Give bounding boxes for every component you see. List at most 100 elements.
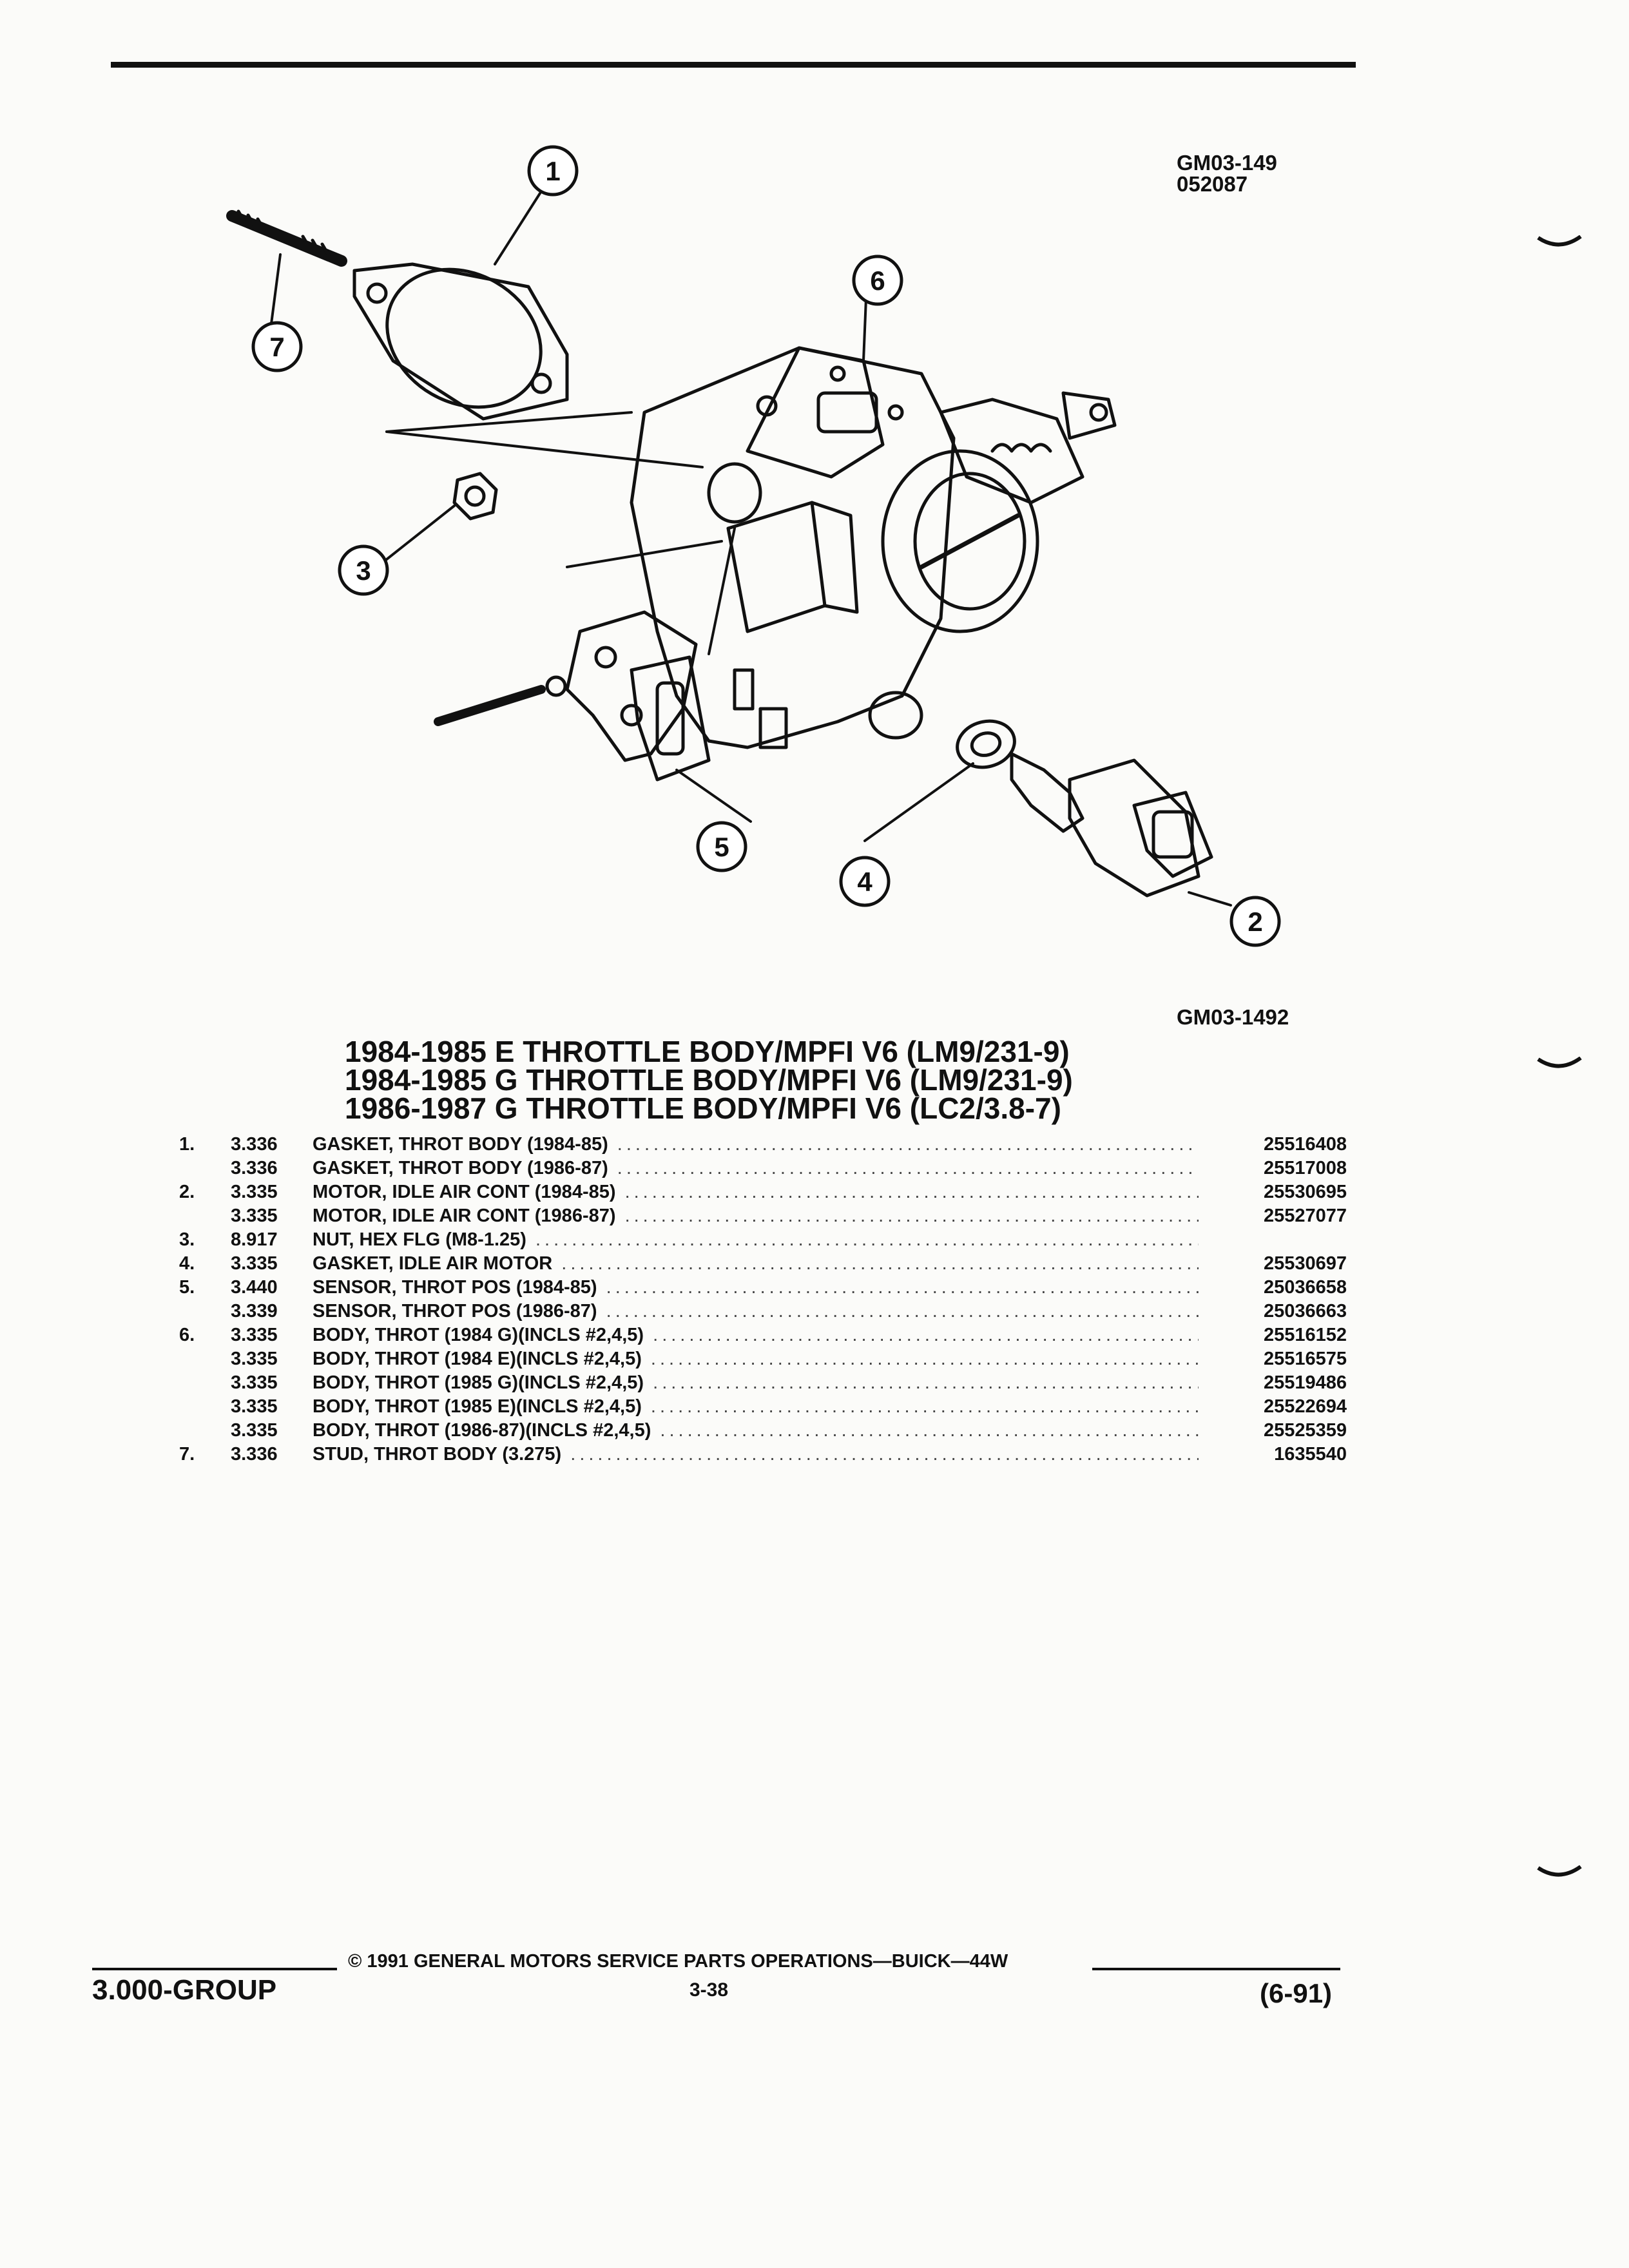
group-number: 3.335 <box>231 1182 278 1202</box>
dot-leader: ........................................… <box>624 1182 1199 1202</box>
part-number: 25525359 <box>1263 1420 1347 1441</box>
ref-number: 7. <box>179 1444 195 1465</box>
dot-leader: ........................................… <box>650 1396 1199 1417</box>
group-number: 3.335 <box>231 1349 278 1369</box>
part-detail: , THROT BODY (3.275) <box>363 1444 562 1465</box>
parts-row: 3.335 BODY, THROT (1986-87)(INCLS #2,4,5)… <box>174 1419 1347 1443</box>
group-number: 3.335 <box>231 1253 278 1274</box>
stud-part <box>226 209 347 267</box>
part-description: BODY, THROT (1985 E)(INCLS #2,4,5) .....… <box>313 1395 1199 1419</box>
part-detail: , HEX FLG (M8-1.25) <box>349 1229 526 1250</box>
group-number: 3.336 <box>231 1444 278 1465</box>
callout-3: 3 <box>338 544 389 596</box>
part-name: GASKET <box>313 1158 389 1178</box>
ref-number: 4. <box>179 1253 195 1274</box>
section-title: 1986-1987 G THROTTLE BODY/MPFI V6 (LC2/3… <box>345 1091 1061 1125</box>
ref-number: 1. <box>179 1134 195 1155</box>
dot-leader: ........................................… <box>570 1444 1199 1465</box>
part-number: 25527077 <box>1263 1206 1347 1226</box>
part-description: GASKET, IDLE AIR MOTOR .................… <box>313 1252 1199 1276</box>
part-description: SENSOR, THROT POS (1984-85) ............… <box>313 1276 1199 1300</box>
part-description: MOTOR, IDLE AIR CONT (1986-87) .........… <box>313 1204 1199 1228</box>
part-name: BODY <box>313 1349 365 1369</box>
part-number: 25530695 <box>1263 1182 1347 1202</box>
figure-id-line-1: GM03-149 <box>1177 151 1277 175</box>
figure-id-line-2: 052087 <box>1177 172 1248 196</box>
part-description: BODY, THROT (1984 E)(INCLS #2,4,5) .....… <box>313 1347 1199 1371</box>
svg-text:1: 1 <box>545 156 560 186</box>
dot-leader: ........................................… <box>561 1253 1199 1274</box>
svg-text:2: 2 <box>1248 907 1262 937</box>
top-rule <box>111 62 1356 68</box>
part-detail: , IDLE AIR MOTOR <box>388 1253 553 1274</box>
footer-copyright: © 1991 GENERAL MOTORS SERVICE PARTS OPER… <box>348 1951 1008 1972</box>
ref-number: 6. <box>179 1325 195 1345</box>
footer-page-number: 3-38 <box>689 1979 729 2001</box>
part-name: SENSOR <box>313 1301 392 1321</box>
idle-air-control-motor-part <box>1010 752 1213 898</box>
dot-leader: ........................................… <box>535 1229 1199 1250</box>
part-name: BODY <box>313 1325 365 1345</box>
footer-group: 3.000-GROUP <box>92 1974 277 2006</box>
dot-leader: ........................................… <box>650 1349 1199 1369</box>
section-title: 1984-1985 E THROTTLE BODY/MPFI V6 (LM9/2… <box>345 1035 1070 1068</box>
part-name: BODY <box>313 1372 365 1393</box>
group-number: 3.339 <box>231 1301 278 1321</box>
part-number: 25516408 <box>1263 1134 1347 1155</box>
dot-leader: ........................................… <box>660 1420 1199 1441</box>
part-name: BODY <box>313 1420 365 1441</box>
part-name: BODY <box>313 1396 365 1417</box>
group-number: 8.917 <box>231 1229 278 1250</box>
dot-leader: ........................................… <box>617 1158 1199 1178</box>
throttle-body-part <box>630 346 1117 749</box>
group-number: 3.335 <box>231 1325 278 1345</box>
part-number: 25522694 <box>1263 1396 1347 1417</box>
throttle-position-sensor-part <box>434 610 711 782</box>
section-titles: 1984-1985 E THROTTLE BODY/MPFI V6 (LM9/2… <box>345 1035 1073 1125</box>
hex-nut-part <box>452 472 498 521</box>
section-title: 1984-1985 G THROTTLE BODY/MPFI V6 (LM9/2… <box>345 1063 1073 1097</box>
part-name: NUT <box>313 1229 349 1250</box>
part-detail: , THROT (1984 G)(INCLS #2,4,5) <box>364 1325 644 1345</box>
part-detail: , THROT (1985 E)(INCLS #2,4,5) <box>364 1396 642 1417</box>
part-number: 25517008 <box>1263 1158 1347 1178</box>
svg-text:7: 7 <box>269 332 284 362</box>
group-number: 3.335 <box>231 1372 278 1393</box>
part-detail: , THROT POS (1984-85) <box>391 1277 597 1298</box>
ref-number: 3. <box>179 1229 195 1250</box>
group-number: 3.335 <box>231 1420 278 1441</box>
svg-text:5: 5 <box>714 832 729 862</box>
dot-leader: ........................................… <box>653 1325 1199 1345</box>
callout-2: 2 <box>1229 896 1281 947</box>
group-number: 3.335 <box>231 1396 278 1417</box>
part-number: 25530697 <box>1263 1253 1347 1274</box>
parts-row: 4. 3.335 GASKET, IDLE AIR MOTOR ..........… <box>174 1252 1347 1276</box>
idle-air-motor-gasket-part <box>956 719 1016 769</box>
part-number: 25516152 <box>1263 1325 1347 1345</box>
parts-row: 6. 3.335 BODY, THROT (1984 G)(INCLS #2,4,5… <box>174 1323 1347 1347</box>
part-detail: , THROT (1985 G)(INCLS #2,4,5) <box>364 1372 644 1393</box>
svg-text:3: 3 <box>356 555 371 586</box>
part-description: NUT, HEX FLG (M8-1.25) .................… <box>313 1228 1199 1252</box>
throttle-body-gasket-part <box>352 262 569 421</box>
part-detail: , THROT BODY (1986-87) <box>388 1158 608 1178</box>
callout-5: 5 <box>696 821 747 872</box>
parts-row: 3.335 BODY, THROT (1985 E)(INCLS #2,4,5) … <box>174 1395 1347 1419</box>
part-number: 25036663 <box>1263 1301 1347 1321</box>
part-number: 25519486 <box>1263 1372 1347 1393</box>
part-number: 25036658 <box>1263 1277 1347 1298</box>
group-number: 3.440 <box>231 1277 278 1298</box>
dot-leader: ........................................… <box>624 1206 1199 1226</box>
part-description: BODY, THROT (1986-87)(INCLS #2,4,5) ....… <box>313 1419 1199 1443</box>
leader-lines <box>269 192 1232 907</box>
part-description: GASKET, THROT BODY (1986-87) ...........… <box>313 1157 1199 1180</box>
part-detail: , THROT POS (1986-87) <box>391 1301 597 1321</box>
group-number: 3.336 <box>231 1134 278 1155</box>
